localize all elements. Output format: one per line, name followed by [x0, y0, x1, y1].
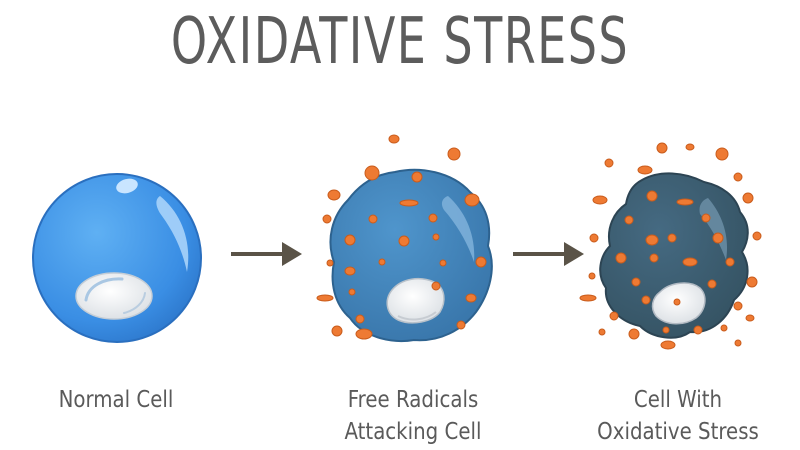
free-radical-icon [707, 279, 717, 289]
free-radical-icon [344, 266, 356, 276]
free-radical-icon [685, 143, 695, 151]
free-radical-icon [720, 324, 728, 332]
free-radical-icon [662, 326, 670, 334]
free-radical-icon [649, 253, 659, 263]
free-radical-icon [432, 233, 440, 241]
free-radical-icon [712, 232, 724, 244]
free-radical-icon [598, 328, 606, 336]
stage-label-line: Normal Cell [58, 387, 174, 413]
stage-label-oxidative-stress: Cell With Oxidative Stress [575, 384, 781, 448]
free-radical-icon [316, 294, 334, 302]
free-radical-icon [656, 142, 668, 154]
free-radical-icon [428, 213, 438, 223]
free-radical-icon [628, 328, 640, 340]
free-radical-icon [745, 314, 755, 322]
free-radical-icon [355, 328, 373, 340]
free-radical-icon [701, 213, 711, 223]
free-radical-icon [645, 234, 659, 246]
free-radical-icon [398, 235, 410, 247]
free-radical-icon [344, 234, 356, 246]
free-radical-icon [326, 259, 334, 267]
free-radical-icon [378, 258, 386, 266]
attacked-cell-nucleus [386, 277, 445, 324]
free-radical-icon [589, 233, 599, 243]
free-radical-icon [411, 171, 423, 183]
free-radical-icon [646, 190, 658, 202]
free-radical-icon [742, 192, 754, 204]
free-radical-icon [431, 281, 441, 291]
free-radical-icon [733, 301, 743, 311]
stage-label-line: Attacking Cell [344, 419, 482, 445]
free-radical-icon [475, 256, 487, 268]
free-radicals-stage3 [579, 142, 762, 350]
normal-cell-highlight-dot [116, 178, 138, 194]
stressed-cell [599, 172, 749, 339]
free-radical-icon [355, 314, 365, 324]
free-radical-icon [746, 276, 758, 288]
free-radical-icon [624, 215, 634, 225]
free-radical-icon [667, 233, 677, 243]
free-radical-icon [615, 252, 627, 264]
free-radical-icon [456, 320, 466, 330]
free-radical-icon [725, 257, 735, 267]
free-radical-icon [439, 259, 447, 267]
free-radical-icon [464, 193, 480, 207]
free-radical-icon [673, 298, 681, 306]
normal-cell [32, 173, 202, 343]
free-radical-icon [388, 134, 400, 144]
free-radical-icon [579, 294, 597, 302]
page-title: OXIDATIVE STRESS [170, 5, 630, 79]
free-radical-icon [715, 147, 729, 161]
normal-cell-highlight [156, 196, 189, 272]
normal-cell-nucleus [75, 272, 153, 320]
stressed-cell-highlight [699, 198, 728, 260]
attacked-cell-highlight [441, 196, 475, 262]
free-radical-icon [322, 214, 332, 224]
free-radical-icon [734, 339, 742, 347]
arrow-right-icon [513, 242, 584, 266]
free-radical-icon [348, 288, 356, 296]
stage-label-line: Oxidative Stress [597, 419, 759, 445]
free-radical-icon [609, 311, 619, 321]
free-radical-icon [447, 147, 461, 161]
free-radical-icon [631, 277, 641, 287]
free-radical-icon [660, 340, 676, 350]
stage-label-normal-cell: Normal Cell [13, 384, 219, 416]
free-radical-icon [641, 295, 651, 305]
free-radical-icon [676, 198, 694, 206]
free-radical-icon [637, 165, 653, 175]
stage-label-line: Free Radicals [347, 387, 479, 413]
free-radical-icon [399, 199, 419, 207]
free-radical-icon [604, 158, 614, 168]
free-radical-icon [592, 195, 608, 205]
free-radical-icon [752, 231, 762, 241]
free-radical-icon [682, 257, 698, 267]
stage-label-free-radicals: Free Radicals Attacking Cell [310, 384, 516, 448]
free-radical-icon [693, 325, 703, 335]
free-radical-icon [368, 214, 378, 224]
free-radical-icon [327, 189, 341, 201]
free-radical-icon [588, 272, 596, 280]
free-radical-icon [364, 165, 380, 181]
free-radical-icon [465, 293, 477, 303]
free-radical-icon [331, 325, 343, 337]
stage-label-line: Cell With [633, 387, 723, 413]
arrow-right-icon [231, 242, 302, 266]
normal-cell-body [32, 173, 202, 343]
free-radical-icon [733, 172, 743, 182]
free-radicals-stage2 [316, 134, 487, 340]
